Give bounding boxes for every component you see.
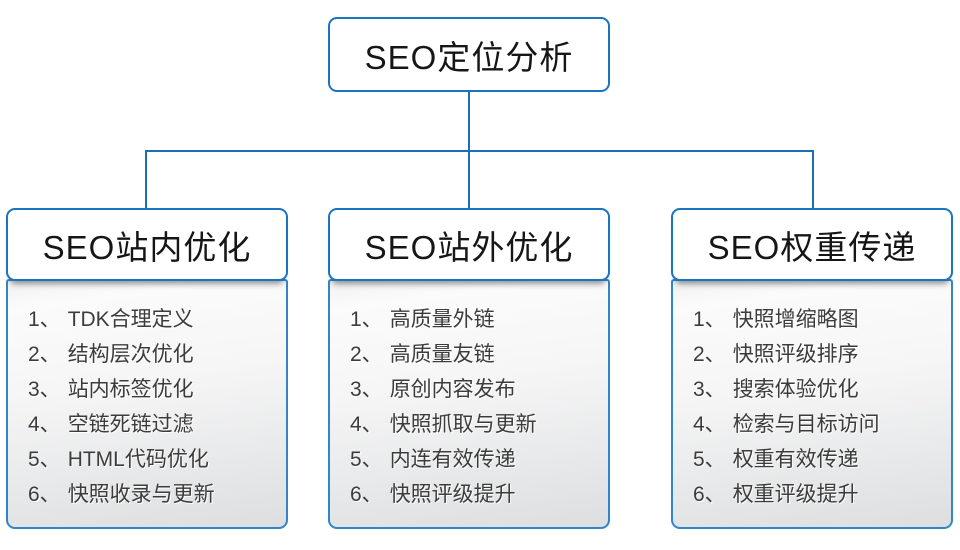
list-item: 4、空链死链过滤 bbox=[28, 407, 278, 442]
item-number: 4、 bbox=[350, 413, 383, 436]
item-text: 高质量友链 bbox=[389, 343, 495, 366]
item-text: 快照评级提升 bbox=[389, 483, 516, 506]
branch-header-weight: SEO权重传递 bbox=[671, 208, 953, 281]
connector-drop-onsite bbox=[145, 150, 147, 208]
list-item: 4、快照抓取与更新 bbox=[350, 407, 600, 442]
item-number: 1、 bbox=[693, 308, 726, 331]
list-item: 2、高质量友链 bbox=[350, 337, 600, 372]
branch-header-onsite: SEO站内优化 bbox=[6, 208, 288, 281]
list-item: 3、搜索体验优化 bbox=[693, 372, 943, 407]
connector-root-vertical bbox=[468, 92, 470, 152]
item-text: 检索与目标访问 bbox=[732, 413, 880, 436]
item-number: 4、 bbox=[693, 413, 726, 436]
list-item: 4、检索与目标访问 bbox=[693, 407, 943, 442]
item-text: 快照增缩略图 bbox=[732, 308, 859, 331]
item-list-offsite: 1、高质量外链 2、高质量友链 3、原创内容发布 4、快照抓取与更新 5、内连有… bbox=[330, 281, 608, 512]
branch-title: SEO站内优化 bbox=[42, 228, 252, 266]
connector-horizontal-bus bbox=[145, 150, 814, 152]
item-text: 内连有效传递 bbox=[389, 448, 516, 471]
item-text: 权重有效传递 bbox=[732, 448, 859, 471]
list-item: 1、快照增缩略图 bbox=[693, 302, 943, 337]
root-node-title: SEO定位分析 bbox=[364, 38, 574, 76]
item-text: 高质量外链 bbox=[389, 308, 495, 331]
item-number: 2、 bbox=[28, 343, 61, 366]
item-number: 5、 bbox=[28, 448, 61, 471]
connector-drop-offsite bbox=[468, 150, 470, 208]
list-item: 3、原创内容发布 bbox=[350, 372, 600, 407]
branch-title: SEO权重传递 bbox=[707, 228, 917, 266]
list-item: 2、快照评级排序 bbox=[693, 337, 943, 372]
item-list-weight: 1、快照增缩略图 2、快照评级排序 3、搜索体验优化 4、检索与目标访问 5、权… bbox=[673, 281, 951, 512]
item-text: 搜索体验优化 bbox=[732, 378, 859, 401]
item-number: 6、 bbox=[28, 483, 61, 506]
item-text: 快照收录与更新 bbox=[67, 483, 215, 506]
item-text: 快照评级排序 bbox=[732, 343, 859, 366]
item-number: 6、 bbox=[693, 483, 726, 506]
list-item: 6、快照评级提升 bbox=[350, 477, 600, 512]
item-number: 6、 bbox=[350, 483, 383, 506]
branch-column-onsite: SEO站内优化 1、 TDK合理定义 2、结构层次优化 3、站内标签优化 4、空链… bbox=[6, 208, 288, 529]
connector-drop-weight bbox=[812, 150, 814, 208]
branch-panel-offsite: 1、高质量外链 2、高质量友链 3、原创内容发布 4、快照抓取与更新 5、内连有… bbox=[328, 279, 610, 529]
list-item: 1、 TDK合理定义 bbox=[28, 302, 278, 337]
item-text: 原创内容发布 bbox=[389, 378, 516, 401]
item-number: 4、 bbox=[28, 413, 61, 436]
list-item: 2、结构层次优化 bbox=[28, 337, 278, 372]
list-item: 5、 HTML代码优化 bbox=[28, 442, 278, 477]
item-list-onsite: 1、 TDK合理定义 2、结构层次优化 3、站内标签优化 4、空链死链过滤 5、 H… bbox=[8, 281, 286, 512]
item-text: 站内标签优化 bbox=[67, 378, 194, 401]
item-text: 结构层次优化 bbox=[67, 343, 194, 366]
branch-panel-weight: 1、快照增缩略图 2、快照评级排序 3、搜索体验优化 4、检索与目标访问 5、权… bbox=[671, 279, 953, 529]
item-text: 快照抓取与更新 bbox=[389, 413, 537, 436]
item-number: 1、 bbox=[350, 308, 383, 331]
item-number: 3、 bbox=[28, 378, 61, 401]
branch-panel-onsite: 1、 TDK合理定义 2、结构层次优化 3、站内标签优化 4、空链死链过滤 5、 H… bbox=[6, 279, 288, 529]
list-item: 3、站内标签优化 bbox=[28, 372, 278, 407]
list-item: 6、权重评级提升 bbox=[693, 477, 943, 512]
list-item: 6、快照收录与更新 bbox=[28, 477, 278, 512]
branch-column-weight: SEO权重传递 1、快照增缩略图 2、快照评级排序 3、搜索体验优化 4、检索与… bbox=[671, 208, 953, 529]
branch-column-offsite: SEO站外优化 1、高质量外链 2、高质量友链 3、原创内容发布 4、快照抓取与… bbox=[328, 208, 610, 529]
item-number: 3、 bbox=[350, 378, 383, 401]
item-number: 5、 bbox=[350, 448, 383, 471]
item-text: HTML代码优化 bbox=[67, 448, 209, 471]
branch-title: SEO站外优化 bbox=[364, 228, 574, 266]
item-text: TDK合理定义 bbox=[67, 308, 194, 331]
list-item: 5、内连有效传递 bbox=[350, 442, 600, 477]
list-item: 1、高质量外链 bbox=[350, 302, 600, 337]
item-number: 3、 bbox=[693, 378, 726, 401]
item-number: 5、 bbox=[693, 448, 726, 471]
item-number: 1、 bbox=[28, 308, 61, 331]
item-number: 2、 bbox=[693, 343, 726, 366]
root-node-seo-positioning: SEO定位分析 bbox=[328, 17, 610, 92]
list-item: 5、权重有效传递 bbox=[693, 442, 943, 477]
item-text: 空链死链过滤 bbox=[67, 413, 194, 436]
branch-header-offsite: SEO站外优化 bbox=[328, 208, 610, 281]
item-text: 权重评级提升 bbox=[732, 483, 859, 506]
item-number: 2、 bbox=[350, 343, 383, 366]
